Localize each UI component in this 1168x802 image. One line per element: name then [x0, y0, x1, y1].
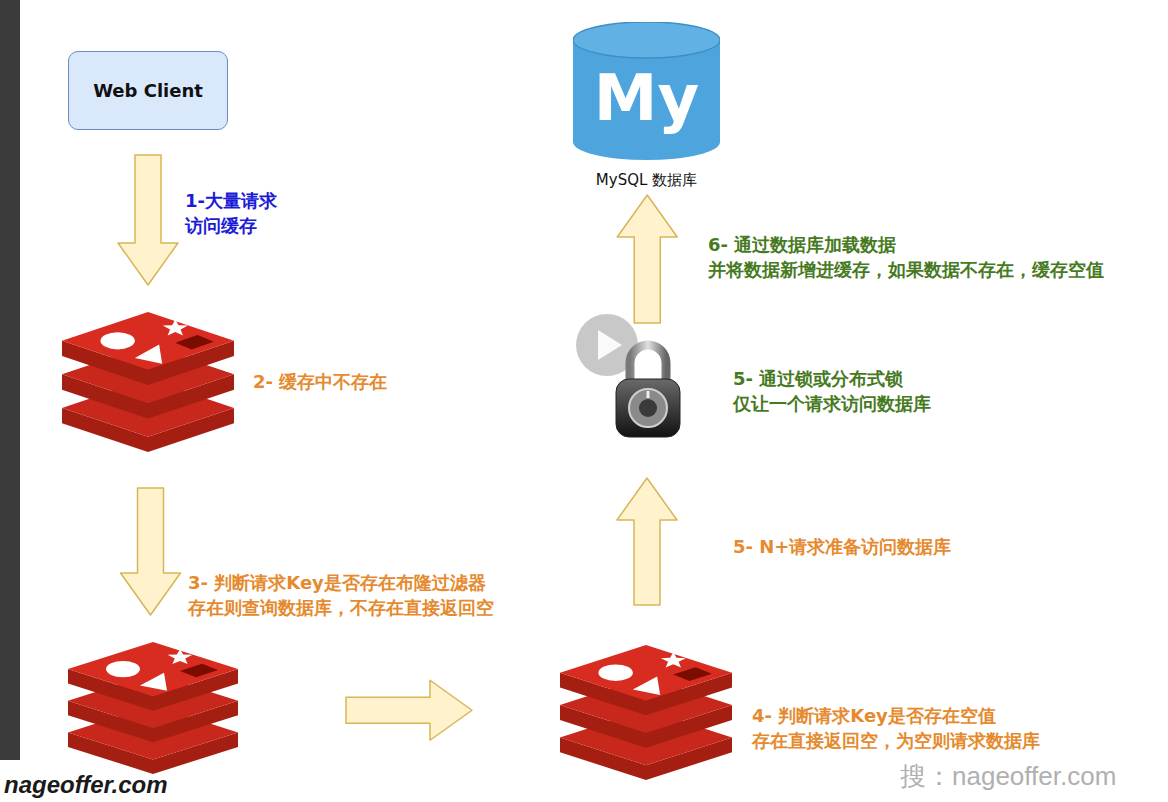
text-holder: 2- 缓存中不存在	[253, 369, 387, 394]
redis-icon-art	[68, 642, 238, 774]
redis-icon: 3- 判断请求Key是否存在布隆过滤器 存在则查询数据库，不存在直接返回空	[68, 642, 238, 774]
node-text: 5- 通过锁或分布式锁 仅让一个请求访问数据库	[733, 366, 931, 416]
text-line: 仅让一个请求访问数据库	[733, 391, 931, 416]
play-icon	[598, 330, 622, 360]
text-line: 6- 通过数据库加载数据	[708, 232, 1104, 257]
edge-label-holder: 6- 通过数据库加载数据 并将数据新增进缓存，如果数据不存在，缓存空值	[708, 232, 1104, 282]
text-line: 1-大量请求	[185, 188, 277, 213]
redis-icon-art	[560, 645, 732, 780]
text-line: 存在直接返回空，为空则请求数据库	[752, 728, 1040, 753]
redis-icon: 2- 缓存中不存在	[62, 312, 234, 452]
redis-icon-art	[62, 312, 234, 452]
lock-icon-art	[612, 333, 684, 441]
node-caption: MySQL 数据库	[533, 168, 760, 193]
edge-label-holder: 1-大量请求 访问缓存	[185, 188, 277, 238]
redis-icon-shape	[62, 312, 234, 452]
label-holder: 搜：nageoffer.com	[900, 762, 1116, 791]
label-holder: nageoffer.com	[4, 772, 168, 798]
text-line: 4- 判断请求Key是否存在空值	[752, 703, 1040, 728]
redis-icon-shape	[560, 645, 732, 780]
step-label: 6- 通过数据库加载数据 并将数据新增进缓存，如果数据不存在，缓存空值	[708, 232, 1104, 282]
side-strip	[0, 0, 20, 760]
client-box: Web Client	[68, 51, 228, 130]
text-line: 访问缓存	[185, 213, 277, 238]
block-arrow	[121, 488, 181, 615]
text-line: 存在则查询数据库，不存在直接返回空	[188, 595, 494, 620]
text-holder: My	[573, 22, 720, 160]
node-text: Web Client	[93, 78, 203, 103]
node-text: 2- 缓存中不存在	[253, 369, 387, 394]
step-label: 1-大量请求 访问缓存	[185, 188, 277, 238]
lock-icon: 5- 通过锁或分布式锁 仅让一个请求访问数据库	[612, 333, 684, 441]
node-text: 3- 判断请求Key是否存在布隆过滤器 存在则查询数据库，不存在直接返回空	[188, 570, 494, 620]
text-holder: 4- 判断请求Key是否存在空值 存在直接返回空，为空则请求数据库	[752, 703, 1040, 753]
text-holder: Web Client	[69, 52, 227, 129]
text-line: 3- 判断请求Key是否存在布隆过滤器	[188, 570, 494, 595]
lock-icon-shape	[616, 345, 680, 437]
node-text: My	[594, 63, 699, 133]
text-holder: 3- 判断请求Key是否存在布隆过滤器 存在则查询数据库，不存在直接返回空	[188, 570, 494, 620]
text-line: 并将数据新增进缓存，如果数据不存在，缓存空值	[708, 257, 1104, 282]
block-arrow	[617, 195, 677, 323]
step-label: 5- N+请求准备访问数据库	[733, 534, 951, 559]
database-cylinder: MyMySQL 数据库	[573, 22, 720, 160]
node-text: 4- 判断请求Key是否存在空值 存在直接返回空，为空则请求数据库	[752, 703, 1040, 753]
edge-label-holder: 5- N+请求准备访问数据库	[733, 534, 951, 559]
redis-icon-shape	[68, 642, 238, 774]
block-arrow	[346, 680, 472, 740]
text-line: 5- 通过锁或分布式锁	[733, 366, 931, 391]
text-holder: 5- 通过锁或分布式锁 仅让一个请求访问数据库	[733, 366, 931, 416]
text-holder: MySQL 数据库	[533, 168, 760, 193]
block-arrow	[118, 155, 178, 285]
database-cylinder-shape	[573, 22, 720, 160]
watermark: 搜：nageoffer.com	[900, 762, 1116, 791]
redis-icon: 4- 判断请求Key是否存在空值 存在直接返回空，为空则请求数据库	[560, 645, 732, 780]
watermark: nageoffer.com	[4, 772, 168, 798]
block-arrow	[617, 478, 677, 605]
